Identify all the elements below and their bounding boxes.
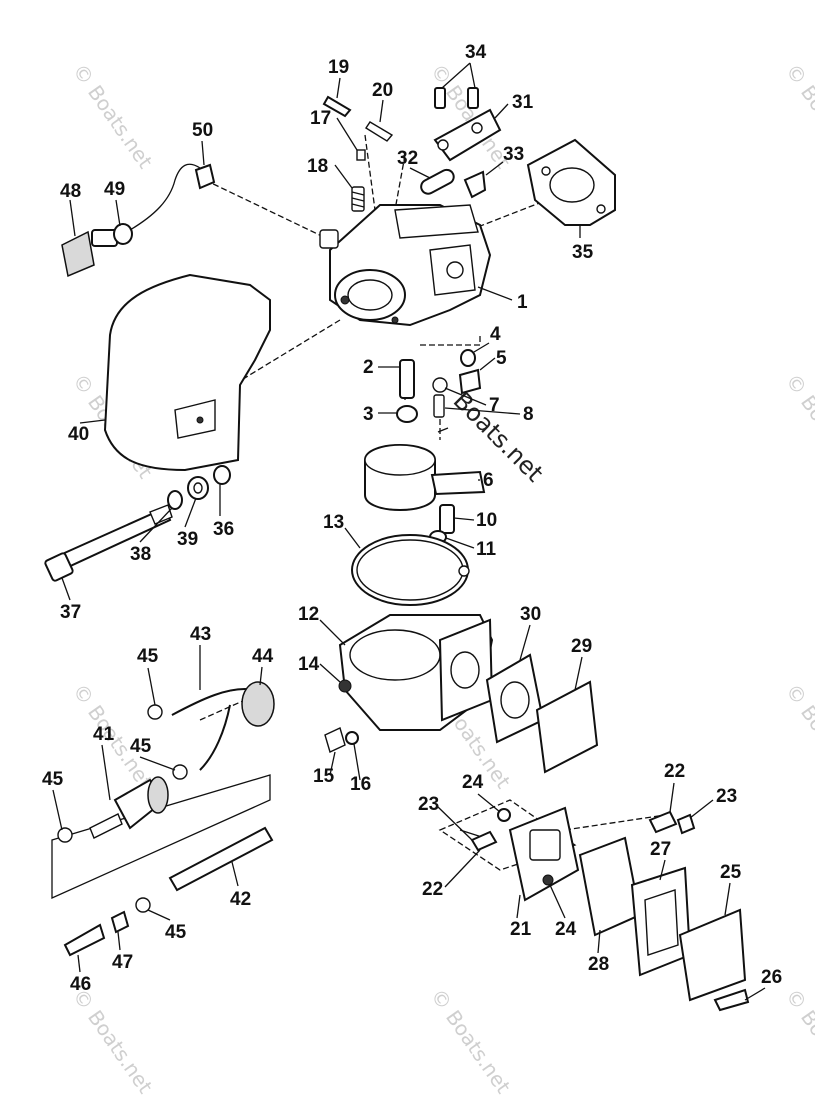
callout-38: 38 xyxy=(130,544,151,565)
callout-42: 42 xyxy=(230,889,251,910)
callout-49: 49 xyxy=(104,179,125,200)
callout-33: 33 xyxy=(503,144,524,165)
leader-lines xyxy=(51,134,666,900)
callout-12: 12 xyxy=(298,604,319,625)
carburetor-body xyxy=(319,204,492,327)
callout-22b: 22 xyxy=(664,761,685,782)
callout-17: 17 xyxy=(310,108,331,129)
callout-32: 32 xyxy=(397,148,418,169)
hose-clips xyxy=(57,704,188,913)
carburetor-screws xyxy=(322,95,394,212)
callout-29: 29 xyxy=(571,636,592,657)
watermark: © Boats.net xyxy=(68,984,158,1098)
callout-1: 1 xyxy=(517,292,528,313)
watermark: © Boats.net xyxy=(781,369,815,483)
callout-7: 7 xyxy=(489,395,500,416)
intake-gasket xyxy=(526,138,616,226)
callout-2: 2 xyxy=(363,357,374,378)
callout-30: 30 xyxy=(520,604,541,625)
callout-19: 19 xyxy=(328,57,349,78)
callout-43: 43 xyxy=(190,624,211,645)
callout-16: 16 xyxy=(350,774,371,795)
watermark: © Boats.net xyxy=(781,59,815,173)
callout-39: 39 xyxy=(177,529,198,550)
callout-47: 47 xyxy=(112,952,133,973)
callout-48: 48 xyxy=(60,181,81,202)
callout-20: 20 xyxy=(372,80,393,101)
callout-24a: 24 xyxy=(462,772,484,793)
watermark: © Boats.net xyxy=(781,679,815,793)
callout-45b: 45 xyxy=(130,736,152,757)
callout-15: 15 xyxy=(313,766,335,787)
callout-11: 11 xyxy=(476,539,497,560)
callout-35: 35 xyxy=(572,242,594,263)
callout-46: 46 xyxy=(70,974,91,995)
callout-14: 14 xyxy=(298,654,320,675)
callout-34: 34 xyxy=(465,42,487,63)
silencer-cover xyxy=(103,273,271,472)
callout-10: 10 xyxy=(476,510,497,531)
bowl-plate-gaskets xyxy=(485,653,599,774)
callout-28: 28 xyxy=(588,954,609,975)
callout-41: 41 xyxy=(93,724,115,745)
bolt-assembly xyxy=(44,465,231,582)
top-cover-parts xyxy=(420,87,502,199)
callout-13: 13 xyxy=(323,512,344,533)
choke-knob-assembly xyxy=(61,163,216,278)
callout-4: 4 xyxy=(490,324,501,345)
callout-45d: 45 xyxy=(165,922,187,943)
callout-21: 21 xyxy=(510,919,532,940)
callout-27: 27 xyxy=(650,839,671,860)
float-bowl xyxy=(324,614,494,753)
callout-5: 5 xyxy=(496,348,507,369)
callout-37: 37 xyxy=(60,602,81,623)
fuel-pump-assembly xyxy=(459,806,750,1012)
callout-3: 3 xyxy=(363,404,374,425)
float-bowl-gasket xyxy=(351,534,470,606)
callout-45c: 45 xyxy=(42,769,64,790)
callout-40: 40 xyxy=(68,424,89,445)
callout-23b: 23 xyxy=(716,786,737,807)
callout-45a: 45 xyxy=(137,646,159,667)
callout-25: 25 xyxy=(720,862,742,883)
callout-50: 50 xyxy=(192,120,213,141)
callout-6: 6 xyxy=(483,470,494,491)
watermark: © Boats.net xyxy=(426,984,516,1098)
callout-labels: 1 2 3 4 5 6 7 8 10 11 12 13 14 15 16 17 … xyxy=(42,42,782,995)
callout-18: 18 xyxy=(307,156,328,177)
callout-26: 26 xyxy=(761,967,782,988)
callout-leaders xyxy=(52,62,766,1001)
callout-23a: 23 xyxy=(418,794,439,815)
callout-22a: 22 xyxy=(422,879,443,900)
fuel-line-assembly xyxy=(63,681,275,957)
callout-44: 44 xyxy=(252,646,274,667)
callout-8: 8 xyxy=(523,404,534,425)
callout-31: 31 xyxy=(512,92,534,113)
watermark: © Boats.net xyxy=(781,984,815,1098)
watermark: © Boats.net xyxy=(68,59,158,173)
float-parts xyxy=(364,349,486,544)
callout-36: 36 xyxy=(213,519,234,540)
callout-24b: 24 xyxy=(555,919,577,940)
